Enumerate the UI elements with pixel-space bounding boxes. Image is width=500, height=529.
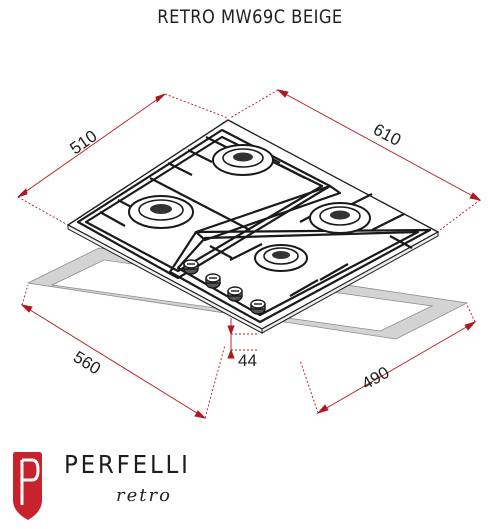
knob-2 (205, 273, 221, 289)
control-knobs (183, 259, 266, 315)
dimension-lines (17, 89, 482, 419)
burner-left (128, 195, 194, 229)
knob-3 (227, 286, 243, 302)
product-title: RETRO MW69C BEIGE (157, 6, 343, 28)
knob-4 (250, 299, 266, 315)
burner-front (254, 244, 308, 272)
brand-badge-icon (13, 452, 42, 520)
brand-block: PERFELLI retro (4, 438, 264, 526)
knob-1 (183, 259, 199, 275)
brand-name: PERFELLI (64, 450, 191, 479)
dim-height: 44 (238, 351, 257, 370)
dim-cutout-width: 490 (359, 363, 393, 394)
dim-top-width: 610 (370, 120, 404, 150)
brand-subtitle: retro (116, 485, 172, 506)
burner-back (212, 144, 274, 176)
burner-right (309, 202, 371, 234)
dim-top-depth: 510 (66, 126, 100, 158)
